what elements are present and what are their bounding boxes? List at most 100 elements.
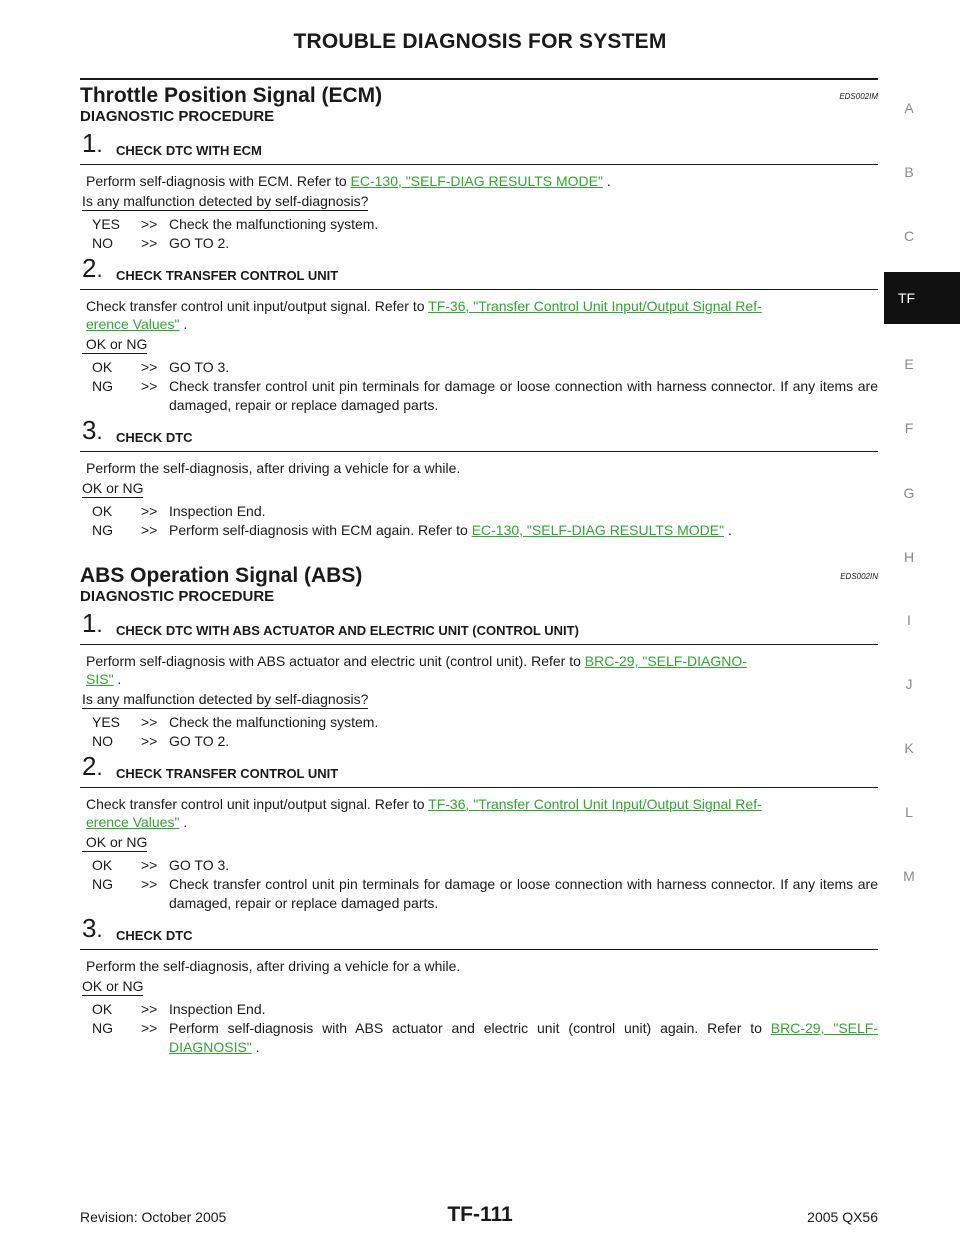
answer-key: OK bbox=[92, 359, 113, 375]
answer-row: NG>>Check transfer control unit pin term… bbox=[80, 875, 878, 913]
answer-text: Inspection End. bbox=[169, 502, 878, 521]
answer-list: YES>>Check the malfunctioning system.NO>… bbox=[80, 713, 878, 751]
answer-key: NO bbox=[92, 235, 113, 251]
step-body: Perform self-diagnosis with ABS actuator… bbox=[80, 652, 878, 688]
answer-text: Perform self-diagnosis with ABS actuator… bbox=[169, 1019, 878, 1057]
answer-list: YES>>Check the malfunctioning system.NO>… bbox=[80, 215, 878, 253]
side-index-letter-f[interactable]: F bbox=[904, 420, 914, 436]
answer-text: GO TO 3. bbox=[169, 856, 878, 875]
step-body: Perform the self-diagnosis, after drivin… bbox=[80, 459, 878, 477]
reference-link-continued[interactable]: erence Values" bbox=[86, 814, 180, 830]
step-body: Perform the self-diagnosis, after drivin… bbox=[80, 957, 878, 975]
answer-arrow: >> bbox=[141, 378, 158, 394]
answer-arrow: >> bbox=[141, 216, 158, 232]
reference-link[interactable]: TF-36, "Transfer Control Unit Input/Outp… bbox=[428, 796, 762, 812]
step-title: CHECK DTC bbox=[116, 430, 193, 445]
answer-key: NG bbox=[92, 522, 113, 538]
answer-arrow: >> bbox=[141, 503, 158, 519]
side-index-letter-h[interactable]: H bbox=[903, 549, 915, 565]
step-number-dot: . bbox=[96, 755, 103, 780]
step-number: 1. bbox=[82, 610, 103, 638]
step-number-dot: . bbox=[96, 257, 103, 282]
step-header: 2.CHECK TRANSFER CONTROL UNIT bbox=[80, 255, 878, 290]
answer-row: NG >> Perform self-diagnosis with ECM agai… bbox=[80, 521, 878, 540]
answer-text: GO TO 2. bbox=[169, 234, 878, 253]
answer-arrow: >> bbox=[141, 733, 158, 749]
section-title: Throttle Position Signal (ECM)EDS002IM bbox=[80, 84, 878, 108]
step-title: CHECK TRANSFER CONTROL UNIT bbox=[116, 766, 339, 781]
side-index-letter-b[interactable]: B bbox=[904, 164, 914, 180]
answer-text-content: Inspection End. bbox=[169, 503, 266, 519]
answer-list: OK >> GO TO 3. NG >> Check transfer control u… bbox=[80, 358, 878, 415]
answer-text-suffix: . bbox=[251, 1039, 260, 1055]
side-index-letter-c[interactable]: C bbox=[903, 228, 915, 244]
answer-text-suffix: . bbox=[724, 522, 732, 538]
side-index-letter-g[interactable]: G bbox=[903, 485, 915, 501]
reference-link-continued[interactable]: SIS" bbox=[86, 671, 114, 687]
step-body-text: Perform self-diagnosis with ABS actuator… bbox=[86, 653, 585, 669]
answer-key: YES bbox=[92, 216, 121, 232]
step-title: CHECK DTC WITH ECM bbox=[116, 143, 262, 158]
page-header-title: TROUBLE DIAGNOSIS FOR SYSTEM bbox=[293, 30, 667, 53]
answer-key: OK bbox=[92, 857, 113, 873]
step-number-digit: 2 bbox=[82, 253, 97, 283]
answer-key: NG bbox=[92, 378, 113, 394]
step-body-text: Perform self-diagnosis with ECM. Refer t… bbox=[86, 173, 351, 189]
side-index-letter-i[interactable]: I bbox=[907, 612, 911, 628]
step-title: CHECK DTC WITH ABS ACTUATOR AND ELECTRIC… bbox=[116, 623, 579, 638]
side-index-letter-l[interactable]: L bbox=[905, 804, 913, 820]
reference-link[interactable]: EC-130, "SELF-DIAG RESULTS MODE" bbox=[350, 173, 603, 189]
answer-row: NG>>Perform self-diagnosis with ABS actu… bbox=[80, 1019, 878, 1057]
section-ref-code: EDS002IN bbox=[840, 572, 878, 581]
answer-text: GO TO 2. bbox=[169, 732, 878, 751]
side-index-letter-a[interactable]: A bbox=[904, 100, 914, 116]
answer-row: OK >> GO TO 3. bbox=[80, 358, 878, 377]
answer-text-content: Check transfer control unit pin terminal… bbox=[169, 876, 878, 911]
step-body: Perform self-diagnosis with ECM. Refer t… bbox=[80, 172, 878, 190]
step-body: Check transfer control unit input/output… bbox=[80, 795, 878, 831]
section-ref-code: EDS002IM bbox=[839, 92, 878, 101]
answer-text-content: GO TO 2. bbox=[169, 235, 230, 251]
answer-key: OK bbox=[92, 503, 113, 519]
reference-link[interactable]: BRC-29, "SELF-DIAGNOSIS" bbox=[169, 1020, 879, 1055]
answer-arrow: >> bbox=[141, 359, 158, 375]
answer-text-content: Inspection End. bbox=[169, 1001, 266, 1017]
procedure-heading: DIAGNOSTIC PROCEDURE bbox=[80, 108, 275, 125]
step-header: 1. CHECK DTC WITH ECM bbox=[80, 130, 878, 165]
answer-list: OK>>GO TO 3.NG>>Check transfer control u… bbox=[80, 856, 878, 913]
side-index-letter-j[interactable]: J bbox=[905, 676, 913, 692]
reference-link[interactable]: EC-130, "SELF-DIAG RESULTS MODE" bbox=[471, 522, 725, 538]
side-tab-active[interactable]: TF bbox=[884, 272, 960, 324]
step-number-dot: . bbox=[96, 612, 103, 637]
answer-list: OK >> Inspection End. NG >> Perform self-diag… bbox=[80, 502, 878, 540]
step-number-dot: . bbox=[96, 132, 103, 157]
answer-row: YES>>Check the malfunctioning system. bbox=[80, 713, 878, 732]
side-index-letter-k[interactable]: K bbox=[904, 740, 914, 756]
step-body-text: Check transfer control unit input/output… bbox=[86, 796, 429, 812]
answer-row: OK>>Inspection End. bbox=[80, 1000, 878, 1019]
answer-arrow: >> bbox=[141, 522, 158, 538]
step-body-suffix: . bbox=[602, 173, 611, 189]
footer-model: 2005 QX56 bbox=[807, 1209, 878, 1225]
answer-row: OK>>GO TO 3. bbox=[80, 856, 878, 875]
step-header: 1. CHECK DTC WITH ABS ACTUATOR AND ELECTR… bbox=[80, 610, 878, 645]
reference-link-continued[interactable]: erence Values" bbox=[86, 316, 180, 332]
decision-question: OK or NG bbox=[82, 480, 144, 498]
reference-link[interactable]: TF-36, "Transfer Control Unit Input/Outp… bbox=[428, 298, 762, 314]
side-index-letter-m[interactable]: M bbox=[903, 868, 915, 884]
side-index-letter-e[interactable]: E bbox=[904, 356, 914, 372]
step-title: CHECK DTC bbox=[116, 928, 193, 943]
step-number-dot: . bbox=[96, 917, 103, 942]
answer-key: YES bbox=[92, 714, 121, 730]
answer-text: Check transfer control unit pin terminal… bbox=[169, 377, 878, 415]
step-body-suffix: . bbox=[179, 814, 188, 830]
answer-row: NG >> Check transfer control unit pin term… bbox=[80, 377, 878, 415]
answer-text: Perform self-diagnosis with ECM again. R… bbox=[169, 521, 878, 540]
reference-link[interactable]: BRC-29, "SELF-DIAGNO- bbox=[584, 653, 747, 669]
answer-row: NO>>GO TO 2. bbox=[80, 732, 878, 751]
answer-text-content: GO TO 3. bbox=[169, 359, 230, 375]
step-number-digit: 1 bbox=[82, 608, 97, 638]
answer-text-content: Perform self-diagnosis with ECM again. R… bbox=[169, 522, 472, 538]
step-number: 1. bbox=[82, 130, 103, 158]
